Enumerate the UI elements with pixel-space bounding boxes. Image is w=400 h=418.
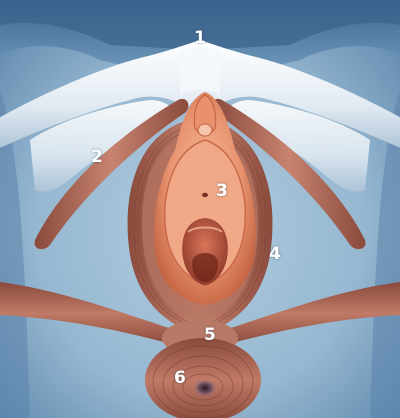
label-1: 1 bbox=[194, 30, 206, 47]
label-3: 3 bbox=[216, 183, 228, 200]
label-6: 6 bbox=[174, 370, 186, 387]
label-2: 2 bbox=[91, 149, 103, 166]
urethral-opening bbox=[202, 193, 208, 197]
label-5: 5 bbox=[204, 327, 216, 344]
label-4: 4 bbox=[269, 246, 281, 263]
anal-opening bbox=[193, 379, 217, 397]
clitoral-glans bbox=[198, 124, 212, 136]
